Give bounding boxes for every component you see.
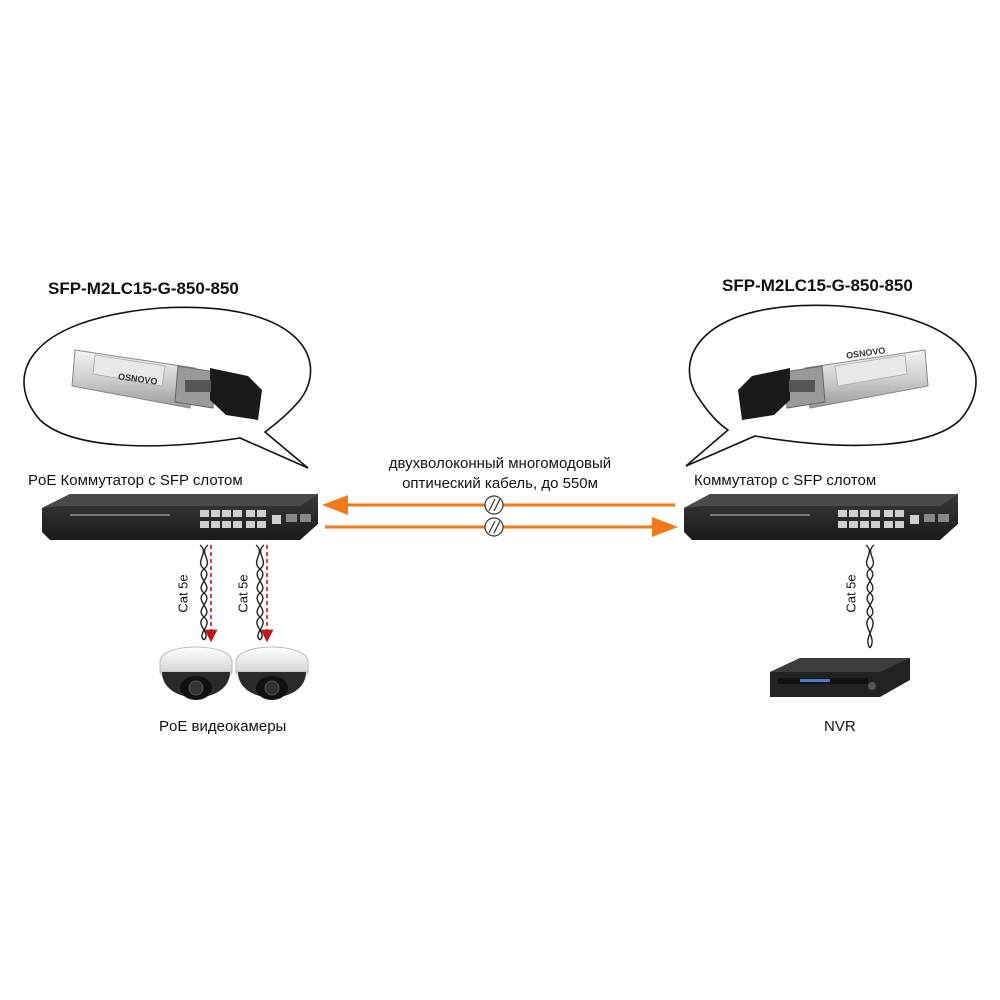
camera-1 xyxy=(159,646,233,700)
fiber-break-icon-top xyxy=(484,495,504,515)
right-cable-label: Cat 5e xyxy=(843,574,859,613)
left-cable-2 xyxy=(255,544,274,643)
fiber-cable-label-line1: двухволоконный многомодовый xyxy=(388,455,612,472)
left-module-title: SFP-M2LC15-G-850-850 xyxy=(48,279,239,298)
fiber-break-icon-bottom xyxy=(484,517,504,537)
right-switch xyxy=(684,494,958,540)
left-sfp-module xyxy=(71,349,262,420)
fiber-cable-label: двухволоконный многомодовый оптический к… xyxy=(350,454,650,494)
left-cable-1 xyxy=(199,544,218,643)
right-switch-label: Коммутатор с SFP слотом xyxy=(694,472,877,489)
camera-2 xyxy=(235,646,309,700)
nvr-device xyxy=(770,658,910,697)
nvr-label: NVR xyxy=(824,718,856,735)
right-cable xyxy=(865,544,875,649)
fiber-cable-label-line2: оптический кабель, до 550м xyxy=(402,475,598,492)
right-module-title: SFP-M2LC15-G-850-850 xyxy=(722,276,913,295)
left-switch-label: PoE Коммутатор с SFP слотом xyxy=(28,472,243,489)
left-cable-1-label: Cat 5e xyxy=(175,574,191,613)
left-cable-2-label: Cat 5e xyxy=(235,574,251,613)
cameras-label: PoE видеокамеры xyxy=(159,718,287,735)
right-sfp-module xyxy=(738,349,929,420)
left-switch xyxy=(42,494,318,540)
fiber-link-arrows xyxy=(322,495,678,537)
